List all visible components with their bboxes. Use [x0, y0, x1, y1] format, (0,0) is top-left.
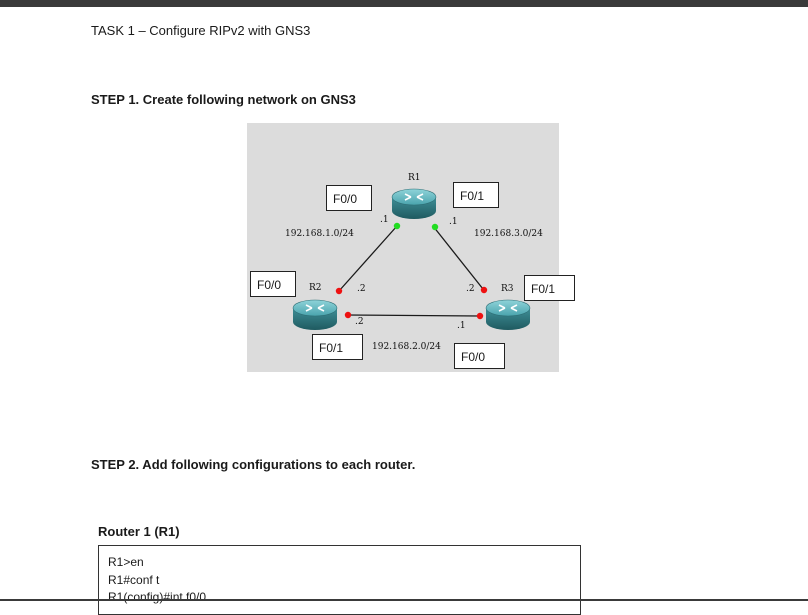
link-r1-r2 — [338, 225, 398, 292]
interface-label-r1-f01: F0/1 — [453, 182, 499, 208]
link-status-up-icon — [393, 222, 401, 230]
interface-label-r1-f00: F0/0 — [326, 185, 372, 211]
router-label-r2: R2 — [309, 283, 322, 293]
config-line: R1#conf t — [108, 572, 160, 587]
router1-heading: Router 1 (R1) — [98, 524, 180, 539]
router-label-r3: R3 — [501, 284, 514, 294]
link-status-up-icon — [431, 223, 439, 231]
network-label-3: 192.168.3.0/24 — [474, 229, 543, 239]
router-r1-icon[interactable] — [391, 188, 437, 219]
router-r2-icon[interactable] — [292, 299, 338, 330]
top-border — [0, 0, 808, 7]
network-label-2: 192.168.2.0/24 — [372, 342, 441, 352]
host-id-r1-right: .1 — [449, 217, 458, 227]
host-id-r3-bottom: .1 — [457, 321, 466, 331]
bottom-border — [0, 599, 808, 601]
step2-heading: STEP 2. Add following configurations to … — [91, 457, 416, 472]
network-label-1: 192.168.1.0/24 — [285, 229, 354, 239]
task-title: TASK 1 – Configure RIPv2 with GNS3 — [91, 23, 311, 38]
link-r1-r3 — [432, 225, 484, 290]
link-r2-r3 — [346, 314, 480, 317]
topology-svg — [292, 188, 531, 330]
interface-label-r2-f00: F0/0 — [250, 271, 296, 297]
host-id-r1-left: .1 — [380, 215, 389, 225]
interface-label-r3-f01: F0/1 — [524, 275, 575, 301]
router1-config-box: R1>en R1#conf t R1(config)#int f0/0 — [98, 545, 581, 615]
network-diagram: R1 R2 R3 192.168.1.0/24 192.168.3.0/24 1… — [247, 123, 575, 372]
link-status-down-icon — [476, 312, 484, 320]
interface-label-r2-f01: F0/1 — [312, 334, 363, 360]
router-r3-icon[interactable] — [485, 299, 531, 330]
link-status-down-icon — [480, 286, 488, 294]
step1-heading: STEP 1. Create following network on GNS3 — [91, 92, 356, 107]
host-id-r2-top: .2 — [357, 284, 366, 294]
router-label-r1: R1 — [408, 173, 421, 183]
link-status-down-icon — [344, 311, 352, 319]
config-line: R1(config)#int f0/0 — [108, 590, 207, 604]
host-id-r3-left: .2 — [466, 284, 475, 294]
link-status-down-icon — [335, 287, 343, 295]
host-id-r2-right: .2 — [355, 317, 364, 327]
config-line: R1>en — [108, 555, 144, 569]
interface-label-r3-f00: F0/0 — [454, 343, 505, 369]
